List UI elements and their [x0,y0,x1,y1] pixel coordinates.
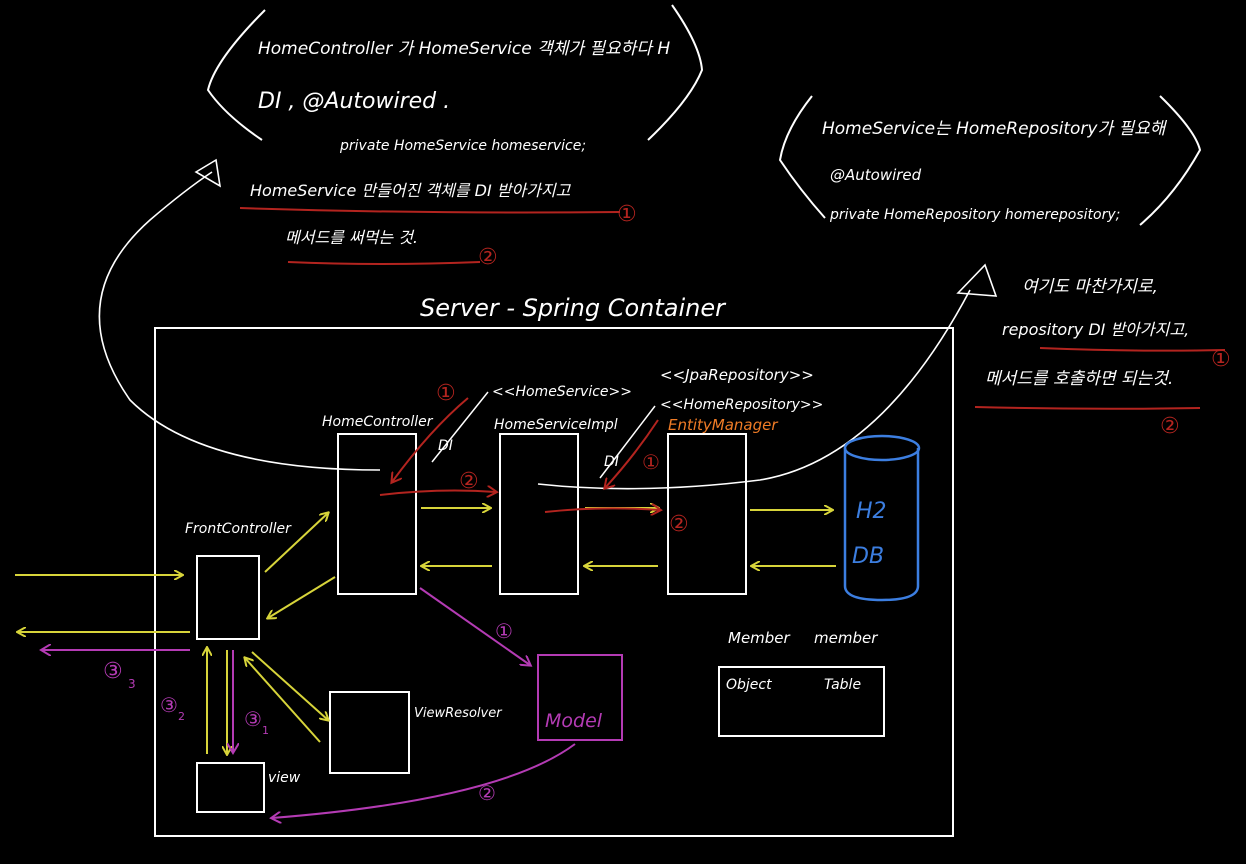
note-service-line3: private HomeRepository homerepository; [829,207,1120,223]
step-repository-1: ① [642,450,660,474]
note-repository-line2: repository DI 받아가지고, [1002,320,1189,339]
pointer-curve-controller [98,171,381,471]
step-3-3: ③ [103,659,123,684]
entity-manager-label: EntityManager [668,416,778,434]
note-controller: HomeController 가 HomeService 객체가 필요하다 H … [206,4,704,270]
home-controller-label: HomeController [322,414,434,430]
front-controller-box [196,555,260,640]
note-controller-line2: DI , @Autowired . [258,89,450,114]
home-service-stereotype: <<HomeService>> [492,384,632,400]
view-resolver-label: ViewResolver [414,706,503,721]
member-object-header: Member [728,629,791,647]
view-box [196,762,265,813]
home-service-impl-label: HomeServiceImpl [494,417,618,433]
note-repository-mark2: ② [1160,414,1180,439]
jpa-repository-stereotype: <<JpaRepository>> [660,366,814,384]
model-label: Model [545,710,603,732]
model-box [537,654,623,741]
member-table-header: member [814,629,878,647]
member-table-label: Table [824,677,861,693]
arrow-controller-to-model [419,587,530,665]
arrow-red-call-service [379,491,496,495]
underline-red-2 [287,261,481,265]
container-title: Server - Spring Container [420,294,727,322]
arrow-red-di-repository [605,419,659,488]
note-repository-mark1: ① [1211,347,1231,372]
member-object-label: Object [726,677,772,693]
h2-db-cylinder: H2 DB [843,434,921,602]
home-repository-box [667,433,747,595]
note-service-line2: @Autowired [830,166,922,184]
step-3-2-sub: 2 [178,710,185,723]
pointer-arrowhead-repository [956,263,998,297]
step-repository-2: ② [669,512,689,537]
note-controller-mark1: ① [617,202,637,227]
home-repository-stereotype: <<HomeRepository>> [660,397,823,413]
di-label-controller: DI [438,438,453,454]
db-label-line2: DB [852,544,884,569]
arrow-controller-to-front [268,576,336,618]
note-bracket-left [206,9,266,141]
arrow-model-to-view [272,743,576,818]
model-flow-arrows [42,587,576,818]
note2-bracket-left [778,95,826,219]
note-service-line1: HomeService는 HomeRepository가 필요해 [822,119,1168,139]
spring-container-box [154,327,954,837]
home-service-impl-box [499,433,579,595]
arrow-red-call-repository [544,508,660,512]
step-controller-1: ① [436,381,456,406]
view-resolver-box [329,691,410,774]
note-repository-line3: 메서드를 호출하면 되는것. [985,369,1173,389]
note-controller-line3: private HomeService homeservice; [339,138,586,154]
front-controller-label: FrontController [185,521,292,537]
note-controller-line4: HomeService 만들어진 객체를 DI 받아가지고 [250,181,572,200]
view-label: view [268,770,301,786]
di-line-controller [431,391,489,463]
note2-bracket-right [1139,95,1202,226]
step-3-1: ③ [244,707,262,731]
note-controller-line5: 메서드를 써먹는 것. [285,228,418,247]
underline-red-4 [974,406,1201,410]
step-controller-2: ② [459,469,479,494]
arrow-front-to-resolver [251,651,328,720]
step-model-1: ① [495,619,513,643]
step-3-2: ③ [160,693,178,717]
db-label-line1: H2 [856,499,887,524]
di-label-repository: DI [604,454,619,470]
step-model-2: ② [478,781,496,805]
arrow-red-di-controller [392,397,469,482]
pointer-arrowhead-controller [194,158,222,188]
underline-red-1 [239,207,621,214]
note-controller-line1: HomeController 가 HomeService 객체가 필요하다 H [258,39,670,59]
underline-red-3 [1039,347,1226,352]
arrow-resolver-to-front [245,658,321,743]
step-3-3-sub: 3 [128,677,136,691]
member-mapping-box [718,666,885,737]
note-repository: 여기도 마찬가지로, repository DI 받아가지고, ① 메서드를 호… [974,277,1231,439]
note-bracket-right [647,4,704,141]
note-repository-line1: 여기도 마찬가지로, [1022,277,1158,297]
step-3-1-sub: 1 [262,724,269,737]
note-service: HomeService는 HomeRepository가 필요해 @Autowi… [778,95,1202,226]
di-flow-arrows [379,397,660,512]
di-line-repository [599,405,656,479]
arrow-front-to-controller [264,513,328,573]
home-controller-box [337,433,417,595]
note-controller-mark2: ② [478,245,498,270]
